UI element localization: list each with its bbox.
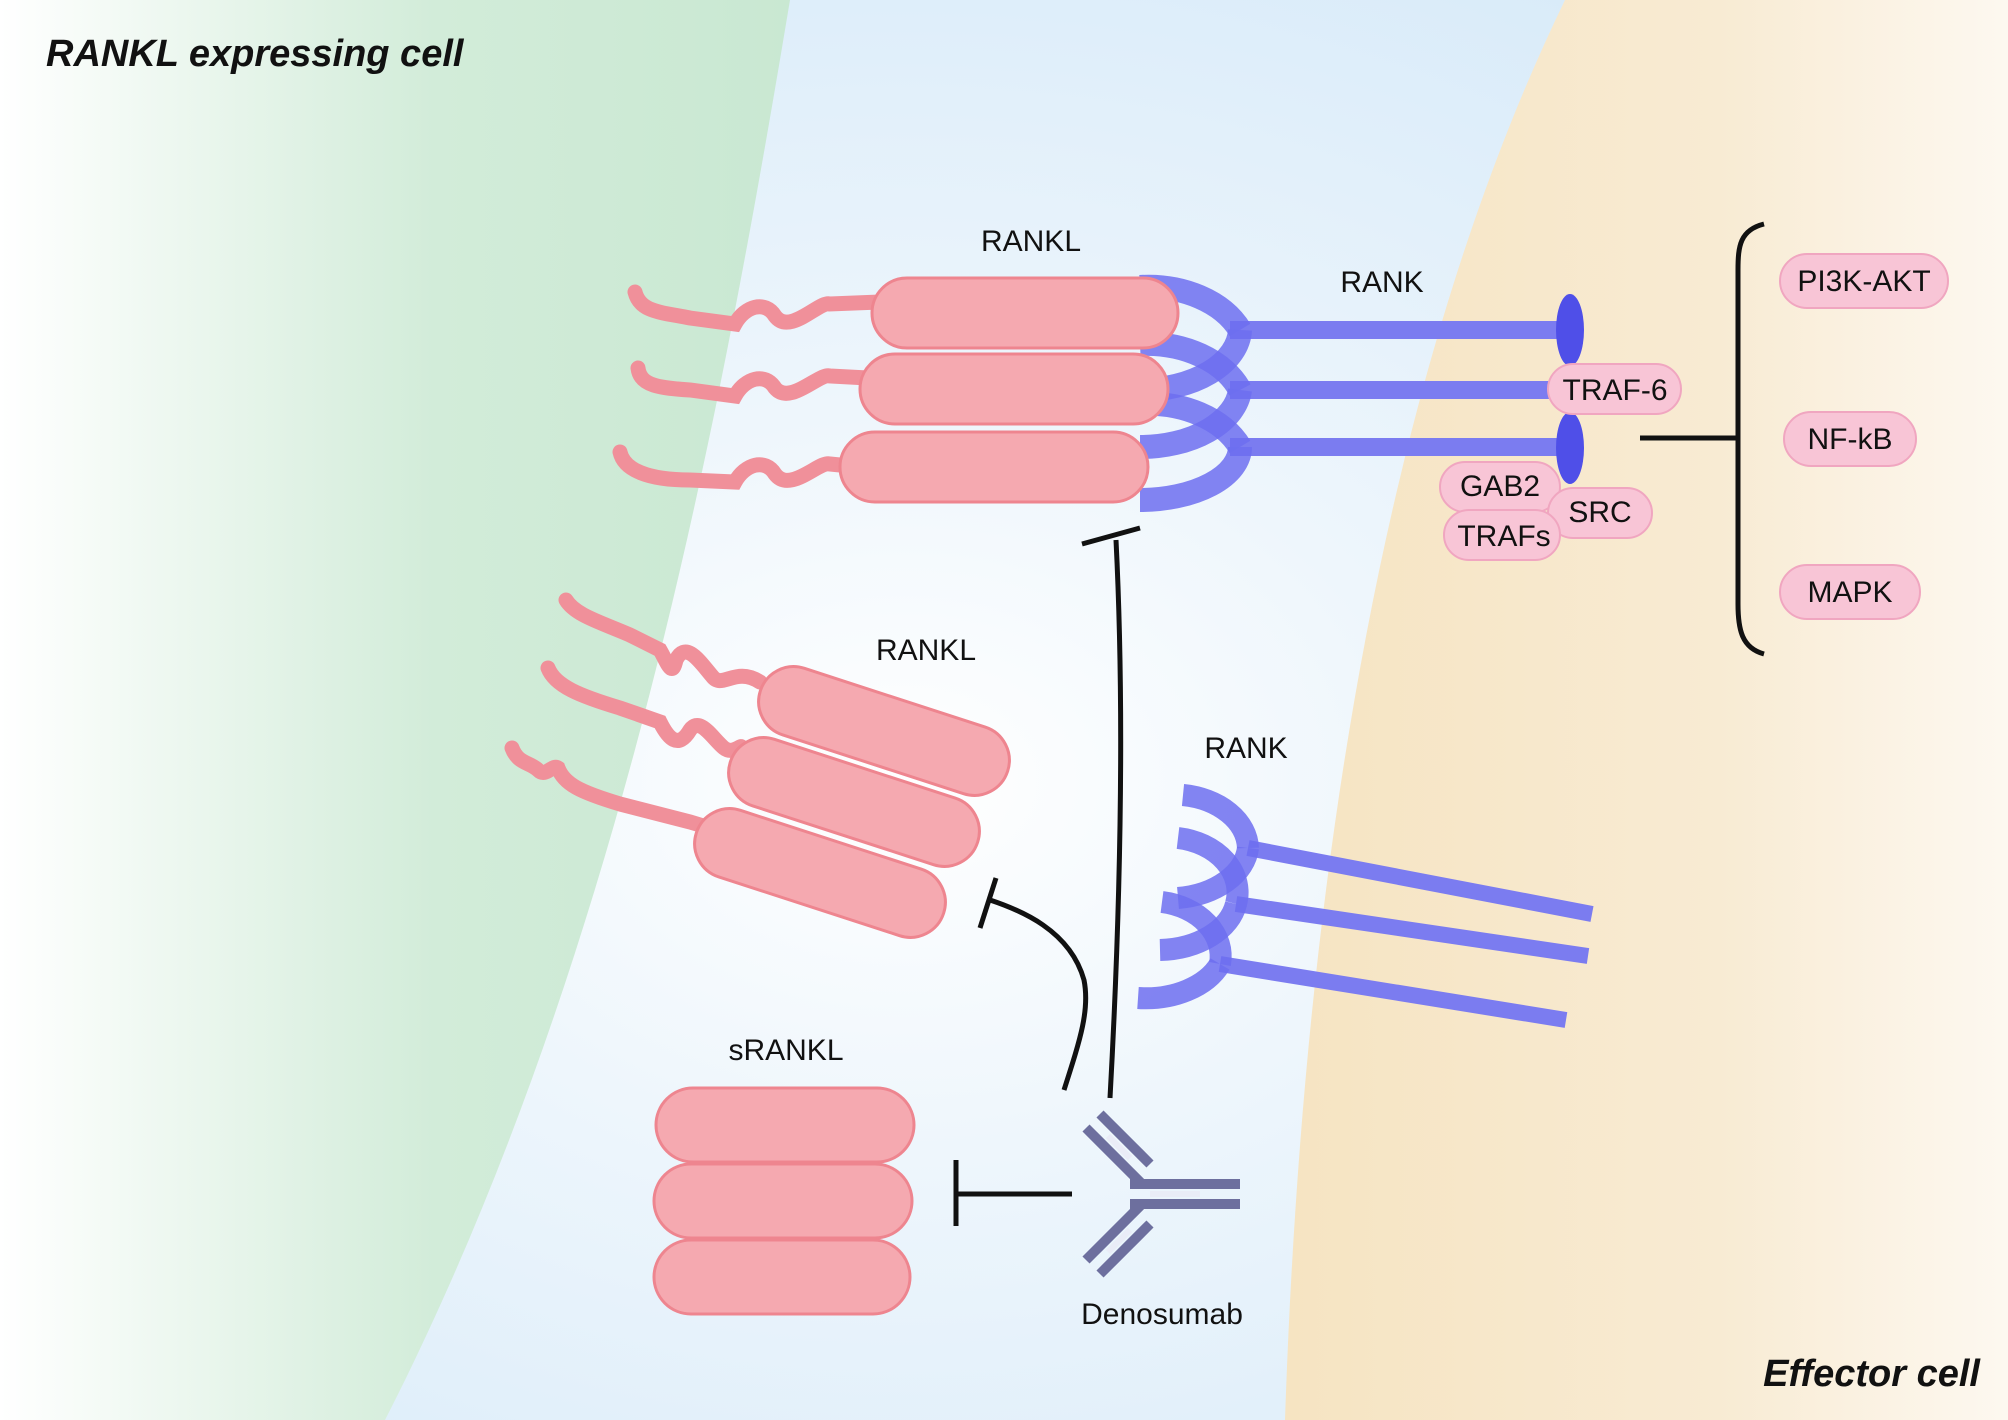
antibody-highlight [1105,1133,1200,1255]
gab2-label: GAB2 [1460,470,1540,503]
src-label: SRC [1568,496,1631,529]
gab2-pill: GAB2 [1439,461,1561,513]
srankl-label: sRANKL [728,1034,843,1067]
middle-rank-receptors [1137,784,1594,1028]
rankl-tails-middle [504,592,768,836]
rankl-expressing-cell-title: RANKL expressing cell [46,33,465,75]
rank-stalks-middle [1218,840,1594,1028]
pathway-item: PI3K-AKT [1779,253,1949,309]
denosumab-antibody [1082,1110,1240,1278]
srankl-trimer [652,1086,916,1316]
pathway-nf-kb-label: NF-kB [1808,423,1893,456]
rankl-trimer-top [838,276,1180,504]
denosumab-label: Denosumab [1081,1298,1243,1331]
rankl-label-top: RANKL [981,225,1081,258]
pathway-bracket [1640,221,1765,657]
inhibition-arrows [953,525,1141,1226]
rank-membrane-anchors [1556,294,1584,484]
top-rankl-rank-complex [612,274,1584,512]
rankl-expressing-cell-region [0,0,790,1420]
adaptor-proteins: TRAF-6 GAB2 SRC TRAFs [1439,363,1682,561]
rank-label-middle: RANK [1204,732,1287,765]
rankl-tails-top [612,284,888,490]
inhibit-top-bar [1081,525,1141,547]
rankl-label-middle: RANKL [876,634,976,667]
inhibit-middle-arrow [989,897,1089,1091]
rankl-trimer-middle [693,665,1011,939]
rank-label-top: RANK [1340,266,1423,299]
effector-cell-region [1285,0,2008,1420]
traf6-label: TRAF-6 [1563,374,1668,407]
middle-rankl-complex [504,592,1011,939]
inhibit-top-arrow [1107,539,1124,1099]
antibody-outline [1082,1110,1240,1278]
rank-arcs-middle [1137,784,1259,1010]
traf6-pill: TRAF-6 [1547,363,1682,415]
src-pill: SRC [1547,487,1653,539]
trafs-pill: TRAFs [1443,509,1561,561]
rank-stalks-top [1230,321,1565,456]
trafs-label: TRAFs [1457,520,1550,553]
pathway-item: NF-kB [1783,411,1917,467]
inhibit-middle-bar [977,877,999,929]
effector-cell-title: Effector cell [1763,1353,1981,1395]
pathway-list: PI3K-AKT NF-kB MAPK [1779,253,1949,620]
pathway-pi3k-akt-label: PI3K-AKT [1797,265,1930,298]
pathway-mapk-label: MAPK [1807,576,1892,609]
pathway-item: MAPK [1779,564,1921,620]
